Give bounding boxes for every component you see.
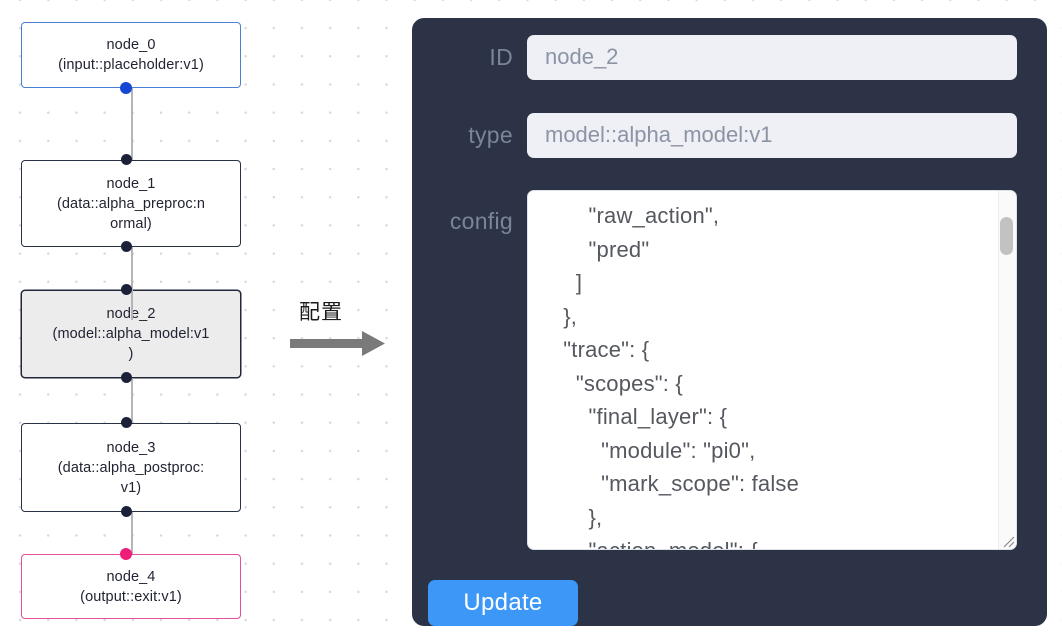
graph-node-node_3[interactable]: node_3 (data::alpha_postproc: v1) bbox=[21, 423, 241, 512]
id-field-label: ID bbox=[489, 43, 513, 70]
right-arrow-icon bbox=[290, 331, 385, 356]
edge-node3-node4 bbox=[130, 512, 133, 554]
node-graph[interactable]: node_0 (input::placeholder:v1) node_1 (d… bbox=[0, 0, 400, 643]
graph-node-label: node_1 (data::alpha_preproc:n ormal) bbox=[56, 175, 206, 232]
node-handle-node_0-source[interactable] bbox=[120, 82, 132, 94]
field-row-id: ID bbox=[412, 34, 1047, 80]
node-handle-node_2-source[interactable] bbox=[120, 372, 132, 383]
config-arrow-label: 配置 bbox=[299, 300, 343, 324]
type-field-label: type bbox=[468, 121, 513, 148]
config-textarea[interactable]: "raw_action", "pred" ] }, "trace": { "sc… bbox=[527, 190, 1017, 550]
config-scrollbar-thumb[interactable] bbox=[1000, 217, 1013, 255]
node-handle-node_1-target[interactable] bbox=[120, 154, 132, 165]
node-handle-node_3-target[interactable] bbox=[120, 417, 132, 428]
config-textarea-wrapper: "raw_action", "pred" ] }, "trace": { "sc… bbox=[527, 190, 1017, 550]
node-handle-node_3-source[interactable] bbox=[120, 506, 132, 517]
id-input[interactable] bbox=[527, 34, 1017, 80]
field-row-type: type bbox=[412, 112, 1047, 158]
type-input[interactable] bbox=[527, 112, 1017, 158]
graph-node-node_0[interactable]: node_0 (input::placeholder:v1) bbox=[21, 22, 241, 88]
graph-node-node_1[interactable]: node_1 (data::alpha_preproc:n ormal) bbox=[21, 160, 241, 247]
config-annotation: 配置 bbox=[290, 296, 400, 366]
graph-node-node_4[interactable]: node_4 (output::exit:v1) bbox=[21, 554, 241, 619]
graph-node-label: node_4 (output::exit:v1) bbox=[80, 568, 182, 605]
edge-node0-node1 bbox=[130, 88, 133, 160]
node-handle-node_2-target[interactable] bbox=[120, 284, 132, 295]
edge-node2-node3 bbox=[130, 378, 133, 423]
edge-node1-node2 bbox=[130, 247, 133, 320]
node-config-panel: ID type config "raw_action", "pred" ] },… bbox=[412, 18, 1047, 626]
graph-node-label: node_3 (data::alpha_postproc: v1) bbox=[57, 439, 205, 496]
config-field-label: config bbox=[449, 208, 513, 234]
field-row-config: config "raw_action", "pred" ] }, "trace"… bbox=[412, 190, 1047, 550]
update-button[interactable]: Update bbox=[428, 580, 578, 626]
node-handle-node_1-source[interactable] bbox=[120, 241, 132, 252]
node-handle-node_4-target[interactable] bbox=[120, 548, 132, 560]
config-scrollbar-track[interactable] bbox=[998, 191, 1016, 549]
graph-node-label: node_0 (input::placeholder:v1) bbox=[58, 37, 204, 73]
